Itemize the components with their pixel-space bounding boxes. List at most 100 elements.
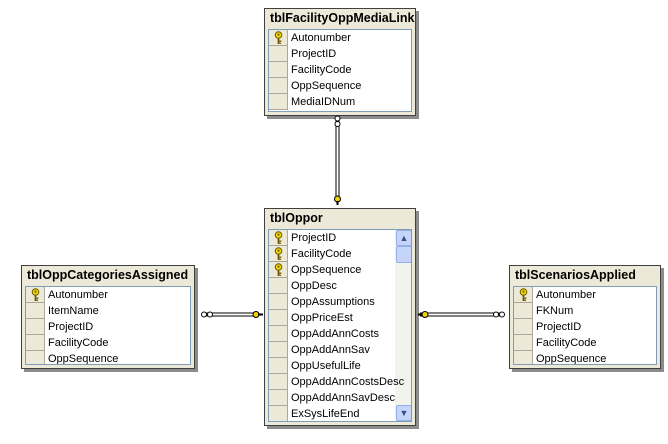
column-row[interactable]: FacilityCode — [514, 335, 656, 351]
column-row[interactable]: OppAddAnnCosts — [269, 326, 411, 342]
column-name: OppAddAnnSavDesc — [291, 392, 395, 404]
primary-key-icon — [519, 288, 528, 302]
row-selector[interactable] — [269, 278, 288, 294]
row-selector[interactable] — [26, 287, 45, 303]
row-selector[interactable] — [269, 46, 288, 62]
column-name: FacilityCode — [48, 337, 109, 349]
column-name: OppUsefulLife — [291, 360, 361, 372]
infinity-end-icon — [334, 115, 341, 127]
column-row[interactable]: OppDesc — [269, 278, 411, 294]
column-row[interactable]: OppSequence — [269, 78, 411, 94]
column-name: ProjectID — [291, 232, 337, 244]
column-row[interactable]: OppAddAnnSav — [269, 342, 411, 358]
column-name: ProjectID — [48, 321, 94, 333]
column-name: OppAddAnnSav — [291, 344, 370, 356]
row-selector[interactable] — [26, 303, 45, 319]
column-row[interactable]: Autonumber — [269, 30, 411, 46]
column-row[interactable]: OppUsefulLife — [269, 358, 411, 374]
column-row[interactable]: MediaIDNum — [269, 94, 411, 110]
column-row[interactable]: ProjectID — [514, 319, 656, 335]
row-selector[interactable] — [26, 319, 45, 335]
key-end-icon — [418, 311, 429, 318]
column-name: OppSequence — [536, 353, 607, 365]
row-selector[interactable] — [26, 351, 45, 364]
row-selector[interactable] — [269, 374, 288, 390]
column-row[interactable]: FKNum — [514, 303, 656, 319]
column-row[interactable]: OppAddAnnCostsDesc — [269, 374, 411, 390]
column-name: ProjectID — [291, 48, 337, 60]
column-name: MediaIDNum — [291, 96, 356, 108]
row-selector[interactable] — [514, 319, 533, 335]
column-name: OppSequence — [291, 264, 362, 276]
primary-key-icon — [274, 231, 283, 245]
column-name: FacilityCode — [536, 337, 597, 349]
relationship-categories-oppor[interactable] — [201, 311, 264, 318]
column-row[interactable]: Autonumber — [514, 287, 656, 303]
column-row[interactable]: OppSequence — [514, 351, 656, 365]
vertical-scrollbar[interactable]: ▲ ▼ — [395, 230, 411, 421]
primary-key-icon — [274, 31, 283, 45]
column-row[interactable]: OppAssumptions — [269, 294, 411, 310]
column-row[interactable]: ProjectID — [26, 319, 190, 335]
column-name: OppPriceEst — [291, 312, 353, 324]
row-selector[interactable] — [269, 230, 288, 246]
row-selector[interactable] — [269, 342, 288, 358]
column-name: Autonumber — [536, 289, 596, 301]
column-row[interactable]: ProjectID — [269, 46, 411, 62]
column-row[interactable]: OppPriceEst — [269, 310, 411, 326]
column-row[interactable]: OppSequence — [269, 262, 411, 278]
row-selector[interactable] — [269, 294, 288, 310]
table-title[interactable]: tblOppCategoriesAssigned — [27, 268, 189, 282]
column-name: OppAddAnnCostsDesc — [291, 376, 405, 388]
row-selector[interactable] — [269, 94, 288, 110]
row-selector[interactable] — [269, 62, 288, 78]
row-selector[interactable] — [26, 335, 45, 351]
row-selector[interactable] — [269, 390, 288, 406]
row-selector[interactable] — [514, 287, 533, 303]
scroll-thumb[interactable] — [396, 246, 411, 263]
column-name: FacilityCode — [291, 248, 352, 260]
row-selector[interactable] — [269, 310, 288, 326]
table-title[interactable]: tblScenariosApplied — [515, 268, 636, 282]
column-row[interactable]: Autonumber — [26, 287, 190, 303]
column-row[interactable]: OppSequence — [26, 351, 190, 365]
column-row[interactable]: OppAddAnnSavDesc — [269, 390, 411, 406]
relationship-oppor-scenarios[interactable] — [418, 311, 505, 318]
row-selector[interactable] — [269, 358, 288, 374]
row-selector[interactable] — [269, 406, 288, 421]
table-title[interactable]: tblOppor — [270, 211, 323, 225]
column-row[interactable]: FacilityCode — [26, 335, 190, 351]
scroll-down-arrow-icon[interactable]: ▼ — [396, 405, 411, 421]
row-selector[interactable] — [514, 351, 533, 364]
row-selector[interactable] — [514, 335, 533, 351]
column-row[interactable]: ProjectID — [269, 230, 411, 246]
column-name: OppAssumptions — [291, 296, 375, 308]
row-selector[interactable] — [269, 78, 288, 94]
column-row[interactable]: ItemName — [26, 303, 190, 319]
column-row[interactable]: FacilityCode — [269, 62, 411, 78]
primary-key-icon — [274, 247, 283, 261]
column-name: OppSequence — [291, 80, 362, 92]
primary-key-icon — [31, 288, 40, 302]
row-selector[interactable] — [269, 30, 288, 46]
row-selector[interactable] — [269, 246, 288, 262]
table-title[interactable]: tblFacilityOppMediaLink — [270, 11, 415, 25]
row-selector[interactable] — [269, 326, 288, 342]
column-name: ExSysLifeEnd — [291, 408, 360, 420]
column-row[interactable]: FacilityCode — [269, 246, 411, 262]
column-row[interactable]: ExSysLifeEnd — [269, 406, 411, 421]
column-name: OppAddAnnCosts — [291, 328, 380, 340]
row-selector[interactable] — [269, 262, 288, 278]
column-name: FacilityCode — [291, 64, 352, 76]
relationship-media-oppor[interactable] — [334, 115, 341, 205]
scroll-up-arrow-icon[interactable]: ▲ — [396, 230, 411, 246]
key-end-icon — [334, 195, 341, 205]
row-selector[interactable] — [514, 303, 533, 319]
column-name: OppSequence — [48, 353, 119, 365]
column-name: ItemName — [48, 305, 99, 317]
